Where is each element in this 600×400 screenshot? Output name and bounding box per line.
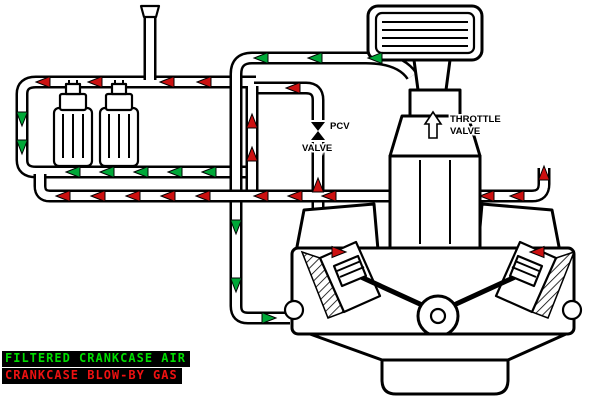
pcv-valve-icon [309,120,327,142]
blowby-flow-arrow [508,189,525,203]
filtered-air-flow-arrow [366,51,383,65]
pcv-label-line1: PCV [330,121,350,132]
blowby-flow-arrow [158,75,175,89]
blowby-flow-arrow [124,189,141,203]
filtered-air-flow-arrow [132,165,149,179]
crank-journal [429,307,447,325]
canister-cap [58,92,88,112]
blowby-flow-arrow [311,176,325,193]
throttle-valve-icon [423,110,443,139]
blowby-flow-arrow [86,75,103,89]
hose-network [15,4,418,325]
filtered-air-flow-arrow [229,219,243,236]
blowby-flow-arrow [34,75,51,89]
breather-filter-right [98,82,140,168]
piston-left [332,254,368,288]
canister-cap [104,92,134,112]
legend: FILTERED CRANKCASE AIR CRANKCASE BLOW-BY… [2,351,190,385]
blowby-flow-arrow [528,245,545,259]
blowby-flow-arrow [320,189,337,203]
intake-stack [388,58,482,250]
blowby-flow-arrow [195,75,212,89]
valve-cover-left [294,202,380,254]
blowby-flow-arrow [89,189,106,203]
oil-pan [380,358,510,396]
filtered-air-flow-arrow [306,51,323,65]
legend-blowby-gas: CRANKCASE BLOW-BY GAS [2,368,182,384]
blowby-flow-arrow [537,164,551,181]
filtered-air-flow-arrow [98,165,115,179]
blowby-flow-arrow [245,145,259,162]
piston-right [508,254,544,288]
legend-blowby-gas-label: CRANKCASE BLOW-BY GAS [5,368,178,382]
conrod-right [441,269,528,313]
breather-filter-left [52,82,94,168]
legend-filtered-air-label: FILTERED CRANKCASE AIR [5,351,186,365]
throttle-label-line1: THROTTLE [450,114,501,125]
engine-mount-right [561,299,583,321]
intake-runners [388,154,482,250]
blowby-flow-arrow [245,112,259,129]
blowby-flow-arrow [252,189,269,203]
blowby-flow-arrow [284,81,301,95]
snorkel-flare [139,4,161,19]
throttle-body [408,88,462,118]
filtered-air-flow-arrow [252,51,269,65]
blowby-flow-arrow [159,189,176,203]
throttle-label-line2: VALVE [450,126,480,137]
blowby-flow-arrow [331,245,348,259]
cap-fitting [64,82,82,96]
blowby-flow-arrow [194,189,211,203]
filtered-air-flow-arrow [15,139,29,156]
blowby-flow-arrow [54,189,71,203]
filtered-air-flow-arrow [64,165,81,179]
pcv-label-line2: VALVE [302,143,332,154]
flow-arrows [15,51,551,325]
blowby-flow-arrow [478,189,495,203]
filtered-air-flow-arrow [15,111,29,128]
filtered-air-flow-arrow [200,165,217,179]
legend-filtered-air: FILTERED CRANKCASE AIR [2,351,190,367]
cap-fitting [110,82,128,96]
blowby-flow-arrow [286,189,303,203]
pan-skirt [308,332,568,362]
air-cleaner [366,4,484,62]
filtered-air-flow-arrow [261,311,278,325]
conrod-left [348,269,435,313]
air-horn-neck [412,58,452,92]
filtered-air-flow-arrow [229,277,243,294]
engine-mount-left [283,299,305,321]
filtered-air-flow-arrow [166,165,183,179]
engine-block [283,202,583,396]
